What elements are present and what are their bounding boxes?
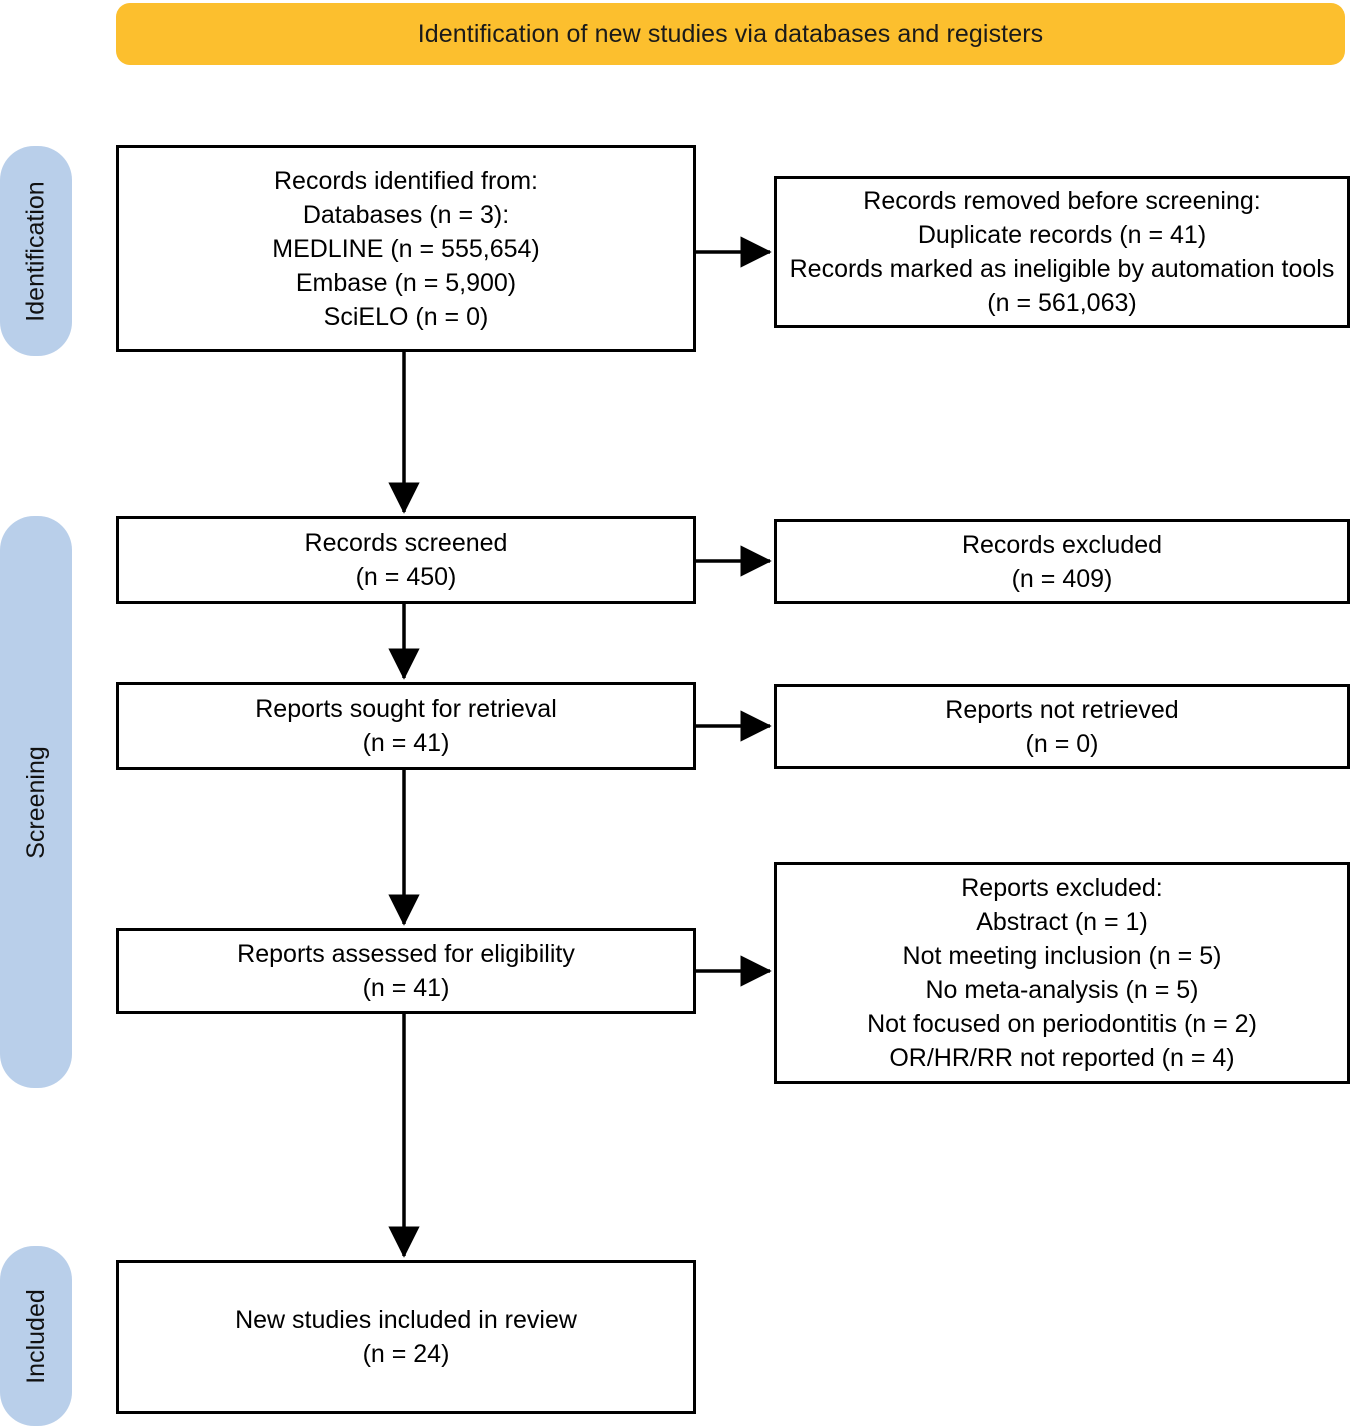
box-new-studies-included-text: New studies included in review (n = 24) [235,1306,577,1368]
box-records-identified: Records identified from: Databases (n = … [116,145,696,352]
stage-label-screening: Screening [21,745,50,859]
box-records-excluded: Records excluded (n = 409) [774,519,1350,604]
box-reports-sought-text: Reports sought for retrieval (n = 41) [255,695,557,757]
box-records-identified-text: Records identified from: Databases (n = … [272,166,540,331]
box-reports-not-retrieved-text: Reports not retrieved (n = 0) [945,695,1179,758]
box-records-screened: Records screened (n = 450) [116,516,696,604]
stage-label-included: Included [21,1288,50,1384]
box-records-removed: Records removed before screening: Duplic… [774,176,1350,328]
stage-bar-included: Included [0,1246,72,1426]
box-records-screened-text: Records screened (n = 450) [304,529,508,591]
box-reports-excluded: Reports excluded: Abstract (n = 1) Not m… [774,862,1350,1084]
stage-bar-identification: Identification [0,146,72,356]
stage-label-identification: Identification [21,180,50,322]
banner-label: Identification of new studies via databa… [417,19,1044,48]
box-reports-assessed: Reports assessed for eligibility (n = 41… [116,928,696,1014]
banner-identification: Identification of new studies via databa… [116,3,1345,65]
box-reports-excluded-text: Reports excluded: Abstract (n = 1) Not m… [867,874,1257,1072]
box-reports-assessed-text: Reports assessed for eligibility (n = 41… [237,940,575,1002]
box-new-studies-included: New studies included in review (n = 24) [116,1260,696,1414]
box-reports-sought: Reports sought for retrieval (n = 41) [116,682,696,770]
box-records-removed-text: Records removed before screening: Duplic… [789,187,1335,317]
stage-bar-screening: Screening [0,516,72,1088]
box-records-excluded-text: Records excluded (n = 409) [961,530,1163,593]
box-reports-not-retrieved: Reports not retrieved (n = 0) [774,684,1350,769]
